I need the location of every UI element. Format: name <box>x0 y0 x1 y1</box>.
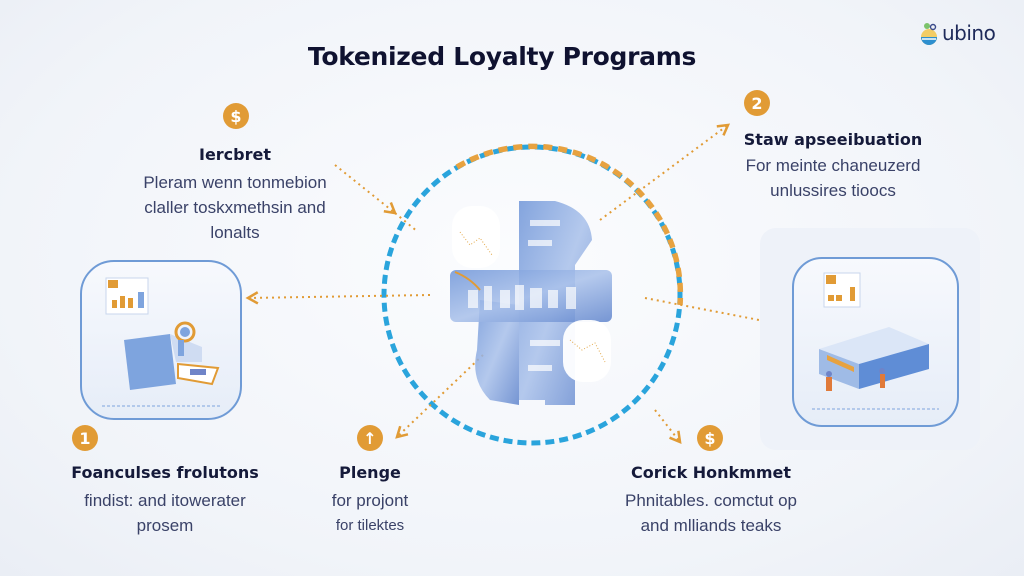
step-heading: Foanculses frolutons <box>71 463 259 482</box>
step-text-line: for projont <box>331 491 409 510</box>
connector-center-to-left-card <box>245 291 431 305</box>
process-ring-orange <box>455 143 684 306</box>
desk-illustration-icon <box>102 277 220 407</box>
connector-center-to-step4 <box>395 354 484 439</box>
step-badge-number-2: 2 <box>744 90 770 116</box>
logo-text: ubino <box>942 21 996 45</box>
step-text-line: and mlliands teaks <box>640 516 782 535</box>
left-illustration-card <box>80 260 242 420</box>
step-block: Foanculses frolutons findist: and itower… <box>55 463 275 538</box>
step-badge-dollar-icon: $ <box>697 425 723 451</box>
step-text-line: lonalts <box>210 223 260 242</box>
step-text-line: findist: and itowerater <box>84 491 246 510</box>
step-heading: Iercbret <box>198 145 272 164</box>
step-badge-number-1: 1 <box>72 425 98 451</box>
step-text-line: prosem <box>136 516 194 535</box>
step-badge-arrow-up-icon: ↑ <box>357 425 383 451</box>
step-badge-dollar-icon: $ <box>223 103 249 129</box>
connector-step1-to-center <box>334 164 397 215</box>
step-block: Plenge for projont for tilektes <box>310 463 430 538</box>
logo-mark-icon <box>918 19 946 47</box>
step-block: Iercbret Pleram wenn tonmebion claller t… <box>130 145 340 245</box>
connector-center-to-step5 <box>654 409 682 445</box>
brand-logo: ubino <box>918 18 996 48</box>
process-ring-blue <box>381 144 683 446</box>
step-heading: Staw apseeibuation <box>743 130 923 149</box>
connector-center-to-step2 <box>599 123 731 221</box>
step-block: Corick Honkmmet Phnitables. comctut op a… <box>600 463 822 538</box>
page-title: Tokenized Loyalty Programs <box>307 42 697 71</box>
building-illustration-icon <box>812 272 939 410</box>
step-text-line: Pleram wenn tonmebion <box>143 173 327 192</box>
step-text-line: claller toskxmethsin and <box>144 198 326 217</box>
connector-step1-tail <box>394 212 419 233</box>
step-heading: Corick Honkmmet <box>630 463 792 482</box>
step-text-line: Phnitables. comctut op <box>625 491 797 510</box>
step-heading: Plenge <box>339 463 401 482</box>
right-illustration-card <box>792 257 959 427</box>
step-text-line: unlussires tioocs <box>770 181 896 200</box>
step-block: Staw apseeibuation For meinte chaneuzerd… <box>733 130 933 203</box>
step-text-line: For meinte chaneuzerd <box>745 156 921 175</box>
step-text-line: for tilektes <box>335 517 405 534</box>
